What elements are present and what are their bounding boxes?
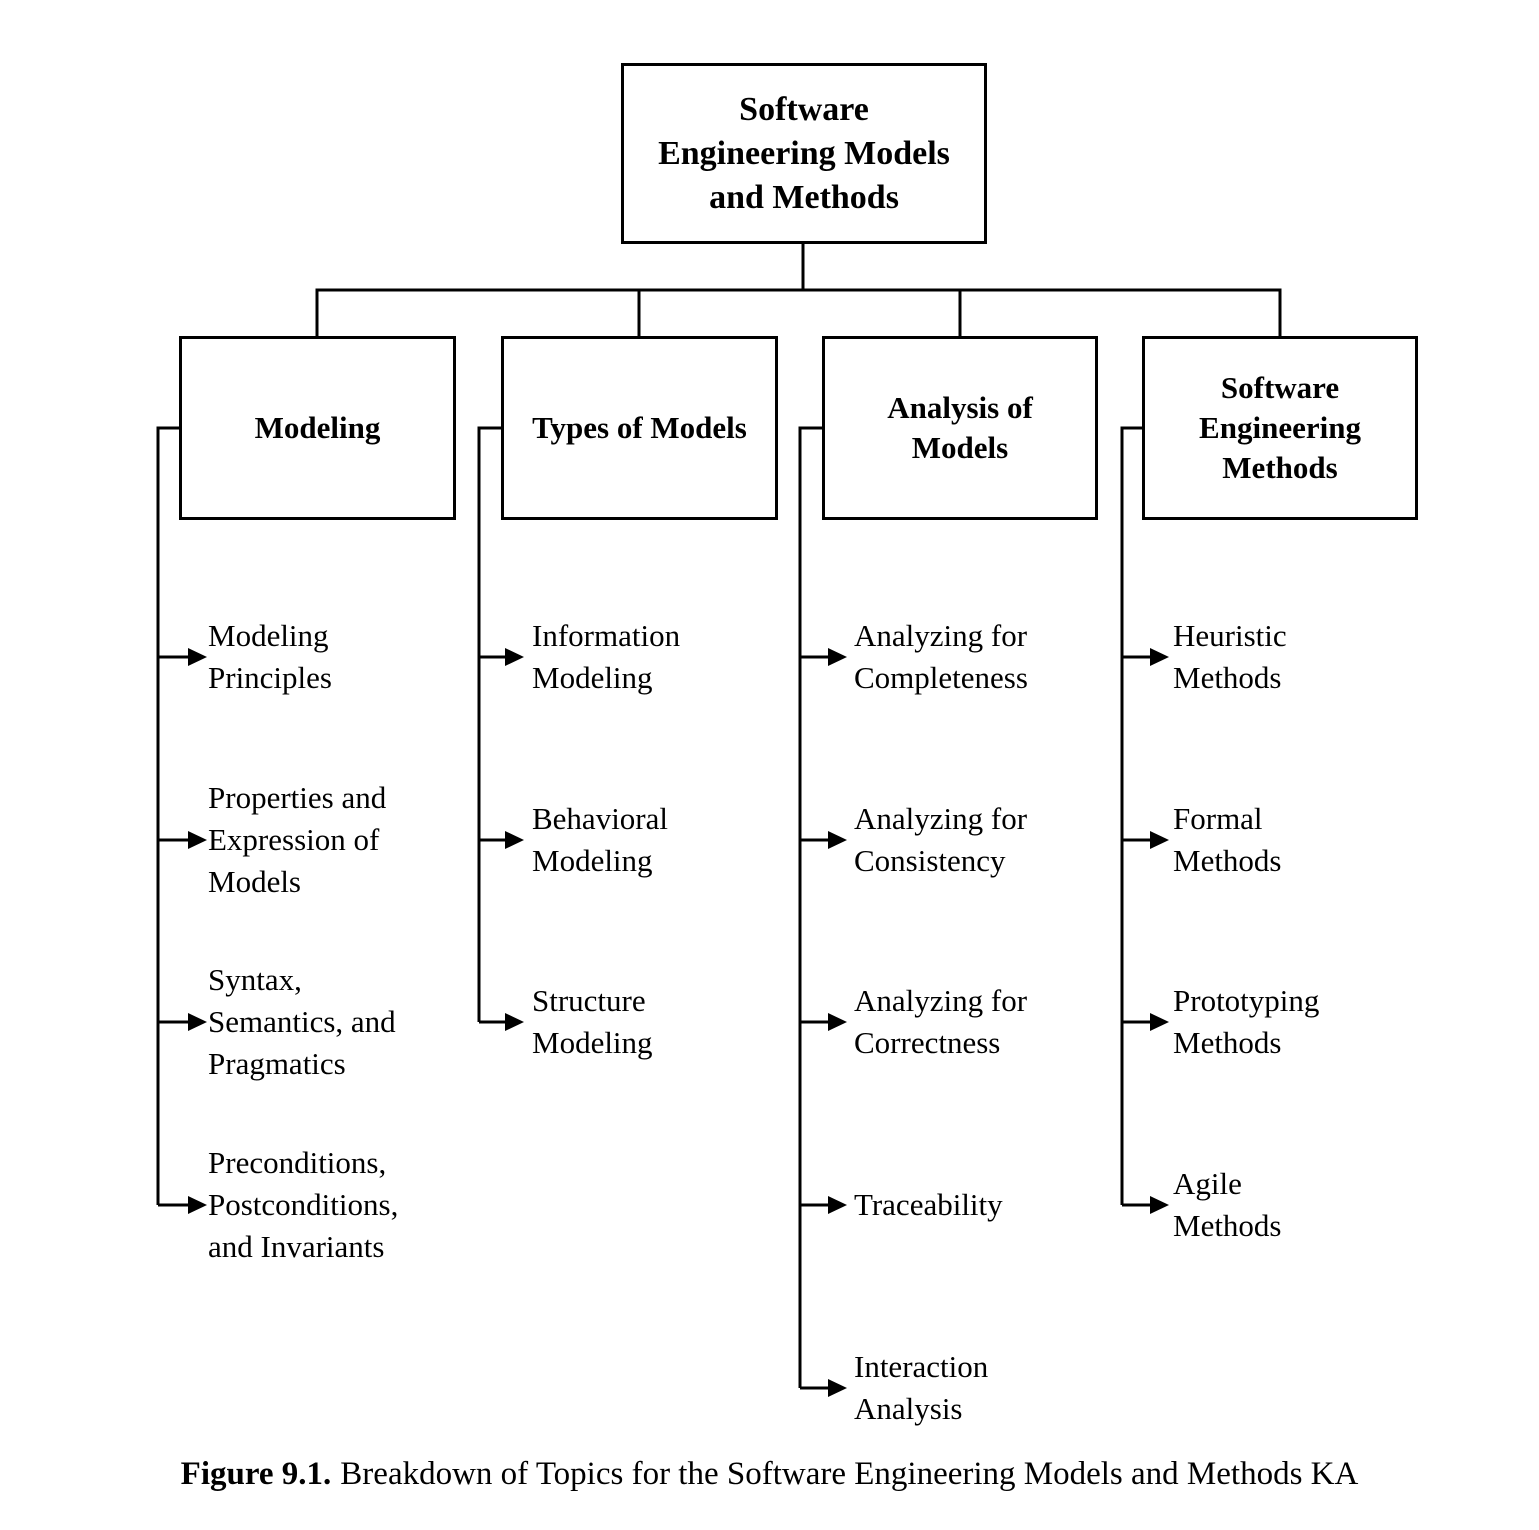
arrowhead-icon xyxy=(828,1013,847,1031)
tree-connector xyxy=(315,244,1282,337)
arrowhead-icon xyxy=(505,648,524,666)
arrowhead-icon xyxy=(188,831,207,849)
topic-modeling-principles: Modeling Principles xyxy=(208,618,332,695)
topic-preconditions-postconditions-and-invariants: Preconditions, Postconditions, and Invar… xyxy=(208,1145,399,1264)
arrowhead-icon xyxy=(505,831,524,849)
topic-prototyping-methods: Prototyping Methods xyxy=(1173,983,1320,1060)
topic-structure-modeling: Structure Modeling xyxy=(532,983,653,1060)
topic-interaction-analysis: Interaction Analysis xyxy=(854,1349,989,1426)
figure-caption-label: Figure 9.1. xyxy=(180,1456,332,1492)
topic-agile-methods: Agile Methods xyxy=(1173,1166,1282,1243)
arrowhead-icon xyxy=(1150,1196,1169,1214)
category-label: Analysis of Models xyxy=(887,390,1033,465)
arrowhead-icon xyxy=(188,1196,207,1214)
topic-behavioral-modeling: Behavioral Modeling xyxy=(532,801,669,878)
arrowhead-icon xyxy=(828,648,847,666)
topic-formal-methods: Formal Methods xyxy=(1173,801,1282,878)
topic-information-modeling: Information Modeling xyxy=(532,618,681,695)
arrowhead-icon xyxy=(828,1379,847,1397)
arrowhead-icon xyxy=(1150,648,1169,666)
topic-traceability: Traceability xyxy=(854,1187,1003,1222)
category-box-modeling: Modeling xyxy=(179,336,456,520)
arrowhead-icon xyxy=(1150,1013,1169,1031)
types-of-models-branch-connector xyxy=(477,426,524,1031)
topic-heuristic-methods: Heuristic Methods xyxy=(1173,618,1287,695)
topic-analyzing-for-consistency: Analyzing for Consistency xyxy=(854,801,1028,878)
modeling-branch-connector xyxy=(156,426,207,1214)
arrowhead-icon xyxy=(188,648,207,666)
figure-caption-text: Breakdown of Topics for the Software Eng… xyxy=(340,1456,1359,1492)
arrowhead-icon xyxy=(188,1013,207,1031)
topic-analyzing-for-correctness: Analyzing for Correctness xyxy=(854,983,1028,1060)
category-label: Modeling xyxy=(254,410,381,445)
category-box-analysis-of-models: Analysis of Models xyxy=(822,336,1098,520)
arrowhead-icon xyxy=(1150,831,1169,849)
topic-syntax-semantics-and-pragmatics: Syntax, Semantics, and Pragmatics xyxy=(208,962,396,1081)
topic-analyzing-for-completeness: Analyzing for Completeness xyxy=(854,618,1028,695)
arrowhead-icon xyxy=(828,1196,847,1214)
arrowhead-icon xyxy=(505,1013,524,1031)
category-box-software-engineering-methods: Software Engineering Methods xyxy=(1142,336,1418,520)
category-label: Software Engineering Methods xyxy=(1199,370,1361,485)
software-engineering-methods-branch-connector xyxy=(1120,426,1169,1214)
analysis-of-models-branch-connector xyxy=(798,426,847,1397)
root-topic-title: Software Engineering Models and Methods xyxy=(658,90,950,216)
category-box-types-of-models: Types of Models xyxy=(501,336,778,520)
figure-caption: Figure 9.1.Breakdown of Topics for the S… xyxy=(0,1450,1539,1498)
arrowhead-icon xyxy=(828,831,847,849)
topic-properties-and-expression-of-models: Properties and Expression of Models xyxy=(208,780,387,899)
root-topic-box: Software Engineering Models and Methods xyxy=(621,63,987,244)
category-label: Types of Models xyxy=(532,410,747,445)
